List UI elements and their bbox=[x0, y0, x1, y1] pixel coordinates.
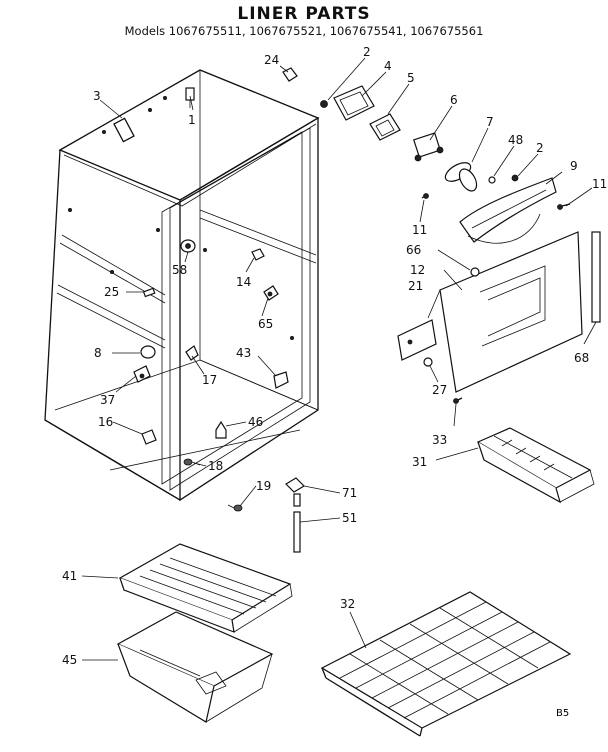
callout-19: 19 bbox=[256, 479, 271, 493]
callout-48: 48 bbox=[508, 133, 523, 147]
callout-31: 31 bbox=[412, 455, 427, 469]
callout-labels: 3 1 24 2 4 5 6 7 48 2 9 11 11 66 12 21 6… bbox=[62, 45, 607, 667]
part-51-tube bbox=[293, 511, 301, 553]
part-46-plug bbox=[215, 420, 227, 439]
callout-41: 41 bbox=[62, 569, 77, 583]
model-numbers: Models 1067675511, 1067675521, 106767554… bbox=[124, 24, 484, 38]
part-25-clip bbox=[142, 287, 156, 298]
callout-27: 27 bbox=[432, 383, 447, 397]
callout-32: 32 bbox=[340, 597, 355, 611]
part-12-evaporator-cover bbox=[439, 231, 583, 393]
callout-9: 9 bbox=[570, 159, 578, 173]
part-32-wire-shelf bbox=[320, 591, 572, 737]
part-2-screw-b bbox=[511, 174, 519, 182]
callout-43: 43 bbox=[236, 346, 251, 360]
callout-11b: 11 bbox=[412, 223, 427, 237]
part-21-bracket bbox=[397, 319, 437, 361]
liner-cabinet bbox=[44, 69, 320, 502]
callout-33: 33 bbox=[432, 433, 447, 447]
callout-4: 4 bbox=[384, 59, 392, 73]
diagram-title: LINER PARTS bbox=[237, 4, 371, 24]
part-33-screw bbox=[453, 397, 463, 404]
callout-66: 66 bbox=[406, 243, 421, 257]
part-5-grommet bbox=[369, 113, 401, 141]
callout-3: 3 bbox=[93, 89, 101, 103]
callout-24: 24 bbox=[264, 53, 279, 67]
callout-21: 21 bbox=[408, 279, 423, 293]
part-16-hinge bbox=[141, 429, 157, 445]
part-58-thermostat-knob bbox=[180, 239, 196, 253]
part-66-grommet bbox=[470, 267, 480, 277]
callout-68: 68 bbox=[574, 351, 589, 365]
callout-25: 25 bbox=[104, 285, 119, 299]
callout-17: 17 bbox=[202, 373, 217, 387]
callout-18: 18 bbox=[208, 459, 223, 473]
part-14-bracket bbox=[251, 248, 265, 261]
part-11-screw-b bbox=[421, 193, 429, 199]
part-19-screw bbox=[227, 504, 243, 512]
callout-37: 37 bbox=[100, 393, 115, 407]
callout-46: 46 bbox=[248, 415, 263, 429]
callout-8: 8 bbox=[94, 346, 102, 360]
part-27-clip bbox=[423, 357, 433, 367]
callout-1: 1 bbox=[188, 113, 196, 127]
part-37-hinge bbox=[133, 365, 151, 383]
callout-2: 2 bbox=[363, 45, 371, 59]
callout-5: 5 bbox=[407, 71, 415, 85]
callout-6: 6 bbox=[450, 93, 458, 107]
part-41-shelf bbox=[118, 543, 293, 633]
part-45-crisper-pan bbox=[116, 611, 274, 723]
callout-12: 12 bbox=[410, 263, 425, 277]
part-4-fan-housing bbox=[333, 85, 375, 121]
callout-58: 58 bbox=[172, 263, 187, 277]
callout-7: 7 bbox=[486, 115, 494, 129]
part-8-plug bbox=[140, 345, 156, 359]
leader-lines bbox=[81, 57, 597, 661]
part-71-valve bbox=[285, 477, 305, 507]
callout-2b: 2 bbox=[536, 141, 544, 155]
part-1-light-socket bbox=[185, 87, 195, 108]
part-17-guide bbox=[185, 345, 199, 361]
part-65-bracket bbox=[263, 285, 279, 301]
diagram-code: B5 bbox=[556, 708, 569, 719]
part-43-bracket bbox=[273, 371, 289, 389]
callout-45: 45 bbox=[62, 653, 77, 667]
callout-11a: 11 bbox=[592, 177, 607, 191]
callout-51: 51 bbox=[342, 511, 357, 525]
callout-65: 65 bbox=[258, 317, 273, 331]
part-2-screw bbox=[320, 100, 328, 108]
part-7-fan-blade bbox=[444, 162, 478, 192]
callout-14: 14 bbox=[236, 275, 251, 289]
part-6-fan-motor bbox=[413, 132, 444, 162]
callout-16: 16 bbox=[98, 415, 113, 429]
callout-71: 71 bbox=[342, 486, 357, 500]
part-31-ice-tray bbox=[476, 427, 595, 504]
part-9-grille bbox=[459, 177, 557, 244]
part-68-strip bbox=[591, 231, 601, 323]
part-48-nut bbox=[488, 176, 496, 184]
